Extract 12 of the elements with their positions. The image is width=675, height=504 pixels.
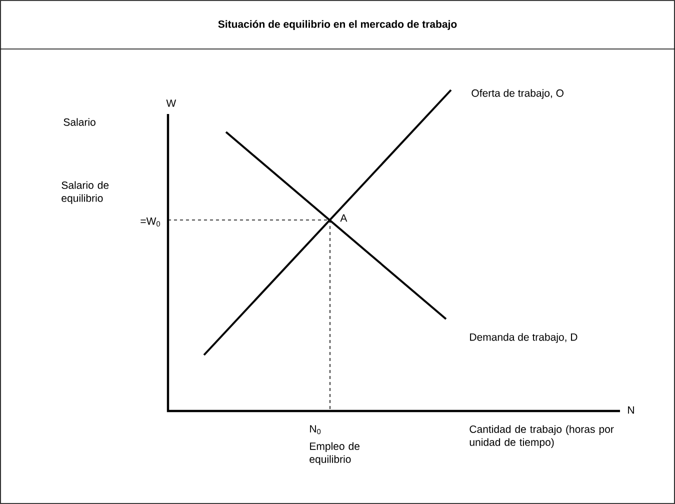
axis-label: N (628, 406, 634, 414)
curve-label: Oferta de trabajo, O (472, 89, 564, 99)
axis-note: Empleo de equilibrio (310, 442, 360, 465)
point-label: A (340, 214, 348, 222)
axis-note: Salario de equilibrio (62, 181, 109, 204)
curve-label: Demanda de trabajo, D (470, 333, 578, 343)
axis-label: W (166, 100, 176, 107)
axis-title: Cantidad de trabajo (horas por unidad de tiempo) (470, 425, 614, 448)
chart-title: Situación de equilibrio en el mercado de trabajo (218, 20, 457, 30)
value-label: =W$_{0}$ (140, 218, 160, 226)
axis-title: Salario (64, 118, 96, 126)
value-label: N$_{0}$ (310, 425, 321, 434)
